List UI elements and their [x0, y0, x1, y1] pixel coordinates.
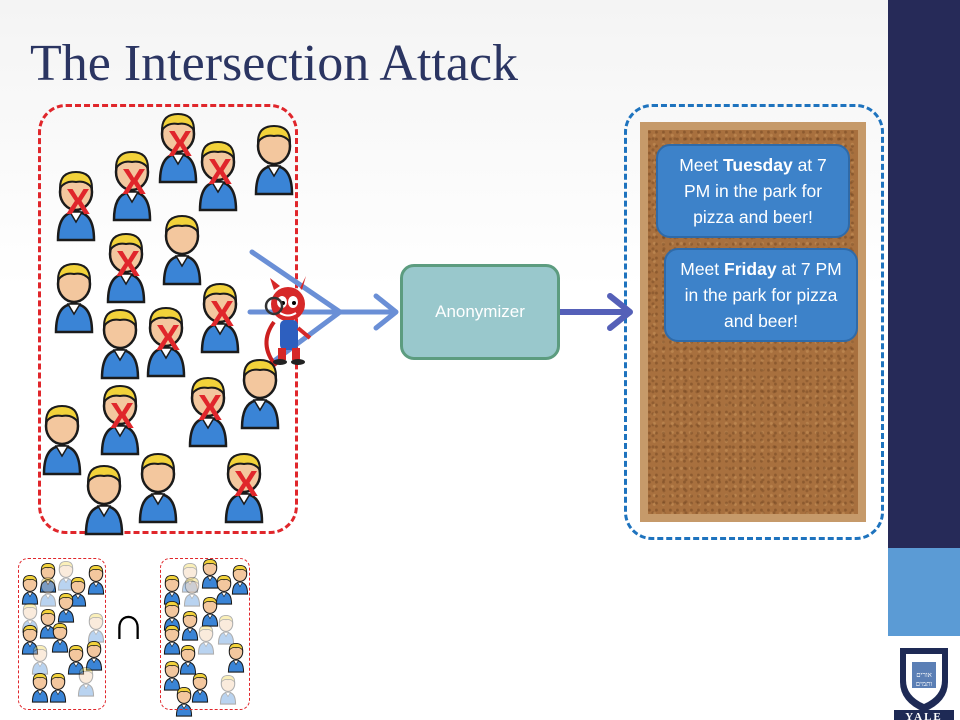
crossed-out-mark: X — [168, 123, 192, 164]
sidebar-accent-block — [888, 548, 960, 636]
note-day: Tuesday — [723, 155, 793, 175]
person-icon-crossed — [188, 376, 228, 448]
svg-text:אורים: אורים — [916, 671, 932, 679]
crossed-out-mark: X — [110, 395, 134, 436]
note-text-prefix: Meet — [680, 259, 725, 279]
person-icon — [215, 575, 233, 605]
person-icon — [54, 262, 94, 334]
person-icon — [31, 673, 49, 703]
intersection-symbol: ∩ — [112, 597, 146, 649]
crossed-out-mark: X — [156, 317, 180, 358]
person-icon — [51, 623, 69, 653]
person-icon — [84, 464, 124, 536]
crossed-out-mark: X — [66, 181, 90, 222]
person-icon — [191, 673, 209, 703]
person-icon — [163, 625, 181, 655]
crossed-out-mark: X — [122, 161, 146, 202]
person-icon-crossed — [198, 140, 238, 212]
person-icon — [219, 675, 237, 705]
note-text-prefix: Meet — [679, 155, 723, 175]
person-icon — [39, 563, 57, 593]
person-icon — [100, 308, 140, 380]
crowd-boundary — [38, 104, 298, 534]
person-icon-crossed — [106, 232, 146, 304]
person-icon-crossed — [56, 170, 96, 242]
anonymizer-box: Anonymizer — [400, 264, 560, 360]
person-icon — [217, 615, 235, 645]
person-icon — [42, 404, 82, 476]
person-icon — [175, 687, 193, 717]
crossed-out-mark: X — [234, 463, 258, 504]
person-icon — [39, 577, 57, 607]
person-icon — [67, 645, 85, 675]
person-icon — [138, 452, 178, 524]
person-icon — [39, 609, 57, 639]
person-icon — [77, 667, 95, 697]
person-icon — [227, 643, 245, 673]
person-icon — [49, 673, 67, 703]
person-icon — [69, 577, 87, 607]
board-boundary — [624, 104, 884, 540]
person-icon-crossed — [200, 282, 240, 354]
person-icon — [240, 358, 280, 430]
person-icon — [163, 575, 181, 605]
person-icon — [181, 563, 199, 593]
mini-crowd-box-1 — [18, 558, 106, 710]
person-icon — [21, 625, 39, 655]
person-icon — [57, 561, 75, 591]
message-note-tuesday: Meet Tuesday at 7 PM in the park for piz… — [656, 144, 850, 238]
crossed-out-mark: X — [116, 243, 140, 284]
svg-text:ותמים: ותמים — [916, 680, 933, 688]
message-note-friday: Meet Friday at 7 PM in the park for pizz… — [664, 248, 858, 342]
person-icon — [201, 597, 219, 627]
anonymizer-label: Anonymizer — [435, 302, 525, 321]
person-icon — [21, 575, 39, 605]
person-icon-crossed — [100, 384, 140, 456]
person-icon — [162, 214, 202, 286]
person-icon — [254, 124, 294, 196]
note-day: Friday — [724, 259, 777, 279]
logo-text: YALE — [905, 711, 943, 720]
person-icon — [87, 613, 105, 643]
crossed-out-mark: X — [208, 151, 232, 192]
person-icon — [85, 641, 103, 671]
person-icon — [183, 577, 201, 607]
crossed-out-mark: X — [198, 387, 222, 428]
person-icon — [179, 645, 197, 675]
crossed-out-mark: X — [210, 293, 234, 334]
person-icon-crossed — [112, 150, 152, 222]
person-icon — [181, 611, 199, 641]
person-icon-crossed — [158, 112, 198, 184]
person-icon — [57, 593, 75, 623]
flow-line-upper — [249, 249, 343, 315]
mini-crowd-box-2 — [160, 558, 250, 710]
person-icon-crossed — [224, 452, 264, 524]
person-icon — [197, 625, 215, 655]
note-text-suffix: at 7 PM in the park for pizza and beer! — [683, 155, 827, 227]
person-icon — [163, 661, 181, 691]
person-icon — [31, 645, 49, 675]
arrow-head-anonymizer — [373, 293, 399, 331]
person-icon-crossed — [146, 306, 186, 378]
person-icon — [87, 565, 105, 595]
note-text-suffix: at 7 PM in the park for pizza and beer! — [684, 259, 842, 331]
slide-title: The Intersection Attack — [30, 35, 519, 92]
arrow-head-board — [607, 293, 633, 331]
